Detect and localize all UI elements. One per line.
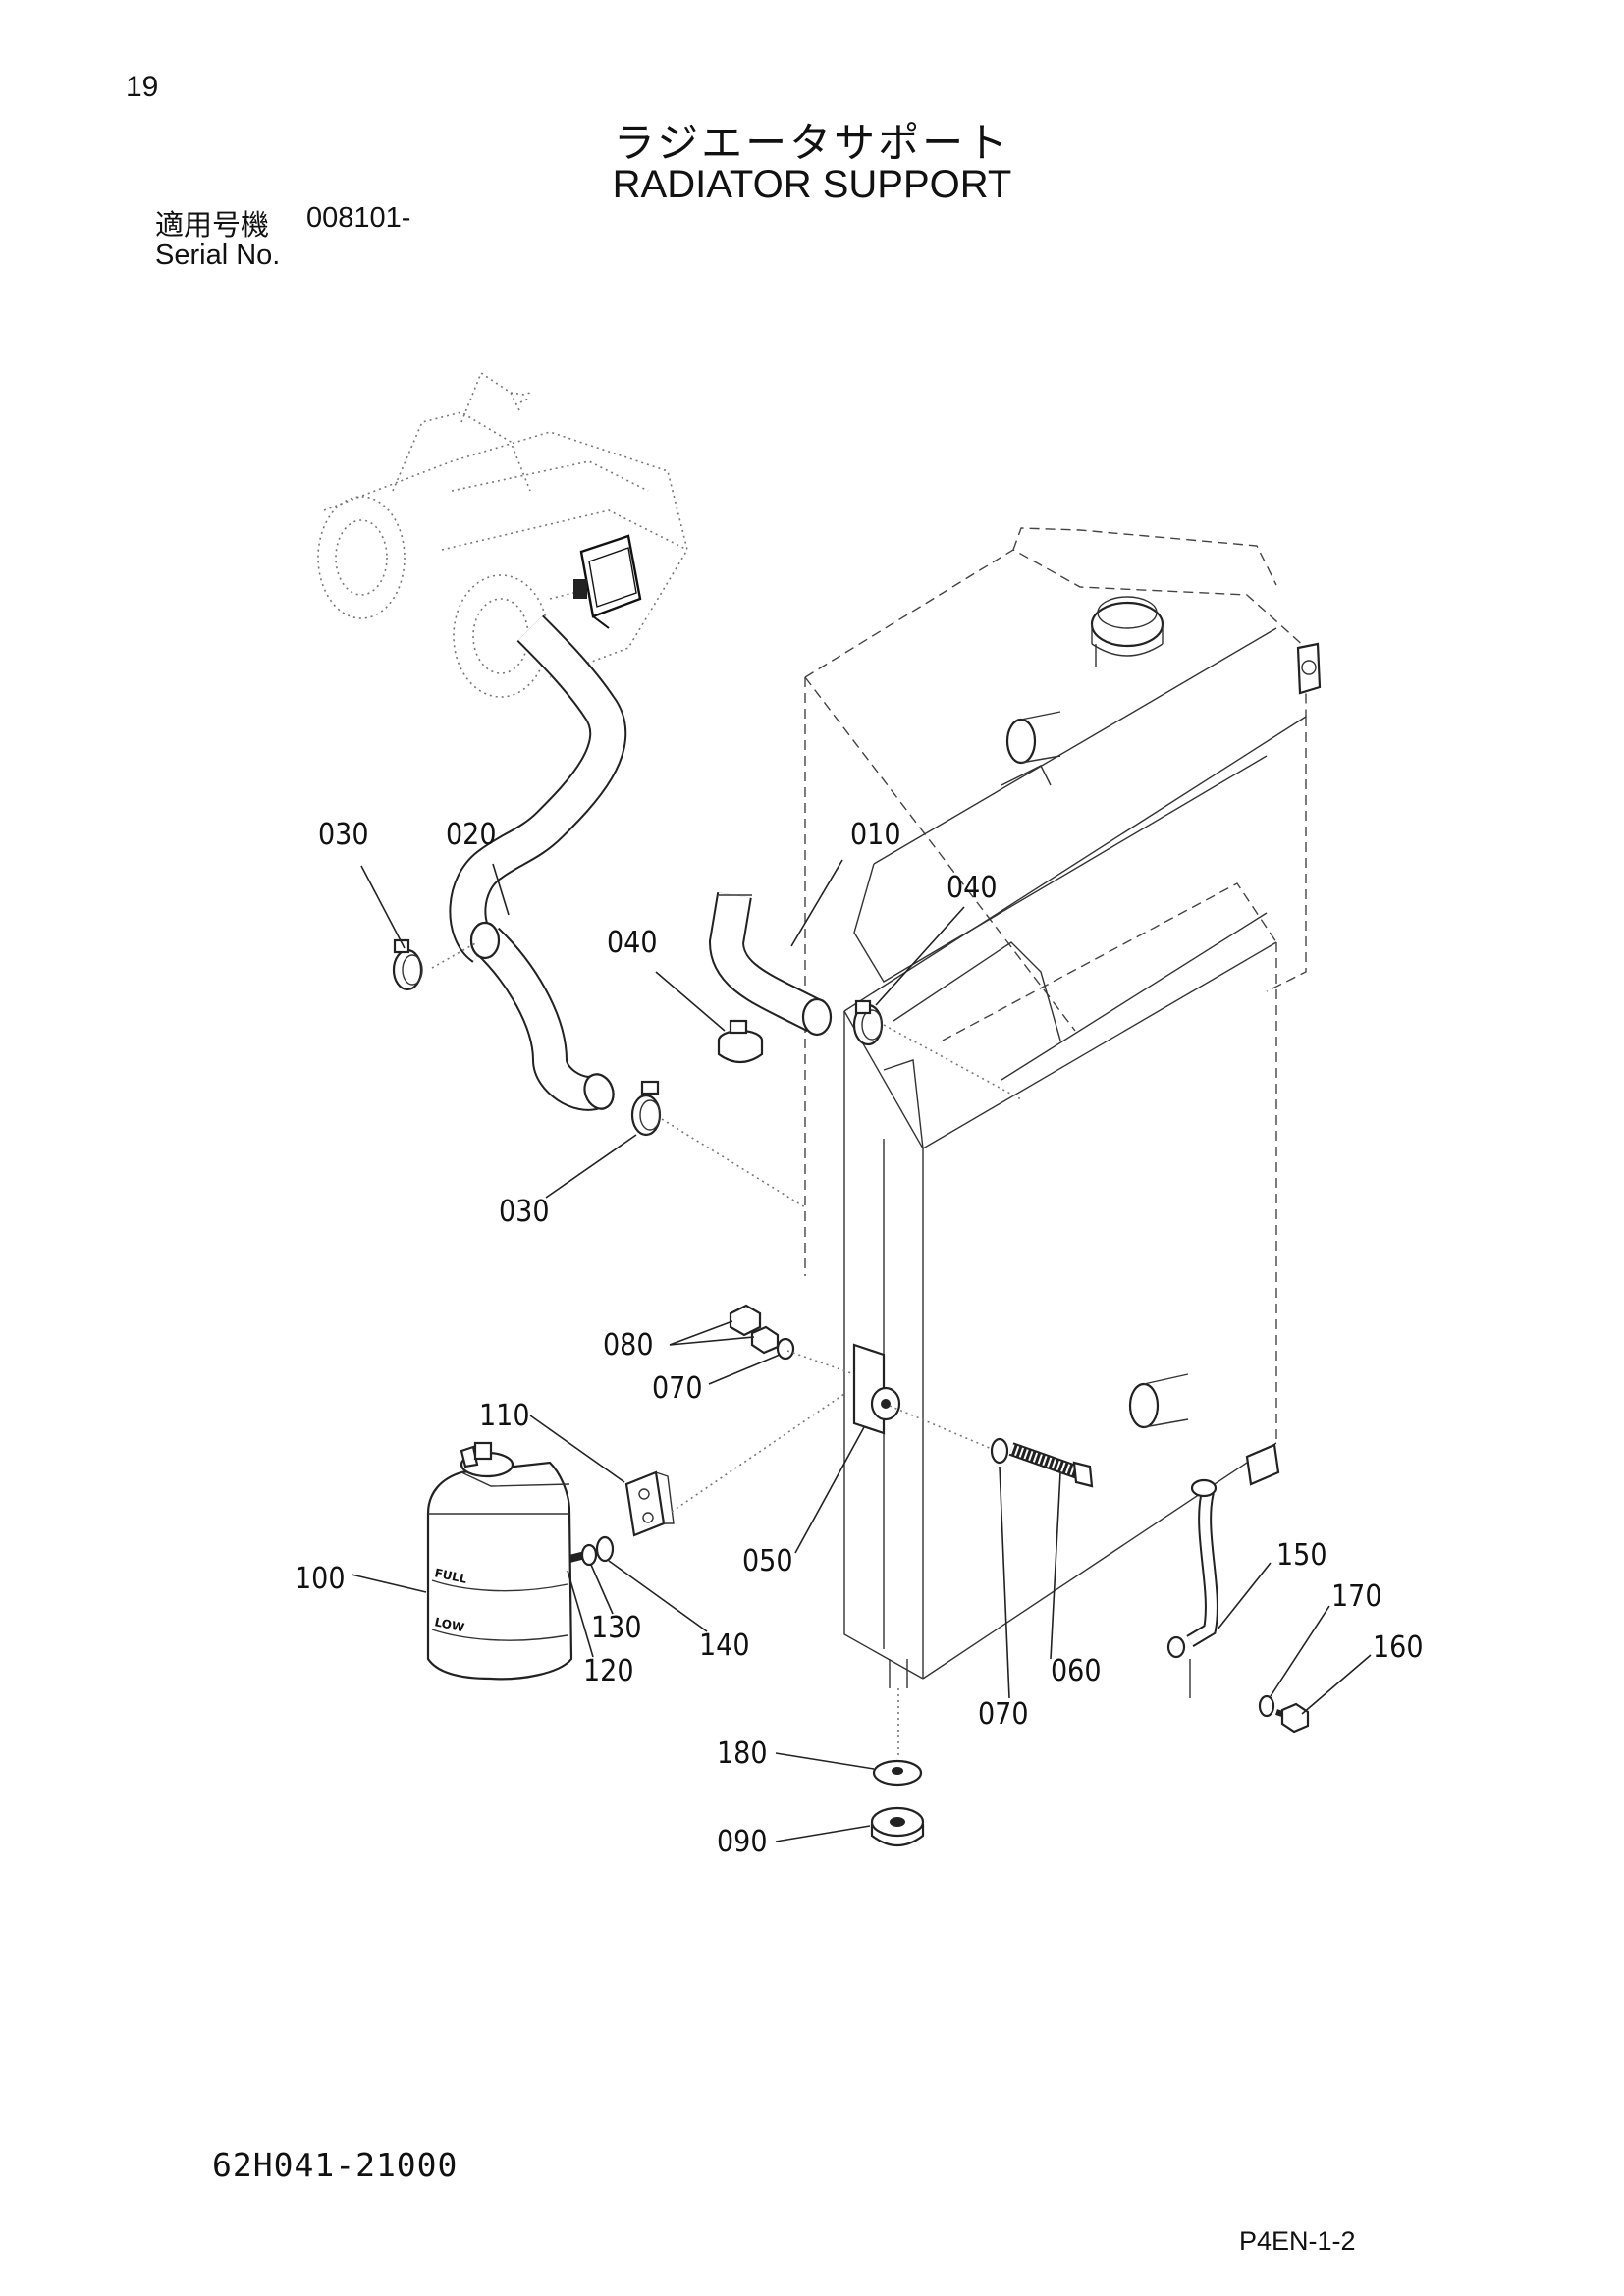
callout-070-upper: 070 — [652, 1371, 703, 1406]
hose-clamp-040-left — [717, 1019, 764, 1064]
callout-040-right: 040 — [947, 871, 998, 905]
callout-170: 170 — [1331, 1579, 1382, 1614]
reserve-tank-100: FULL LOW — [426, 1441, 573, 1681]
pipe-150 — [1166, 1478, 1218, 1698]
callout-090: 090 — [717, 1825, 768, 1859]
callout-060: 060 — [1051, 1654, 1102, 1688]
tank-full-mark: FULL — [433, 1566, 468, 1586]
callout-150: 150 — [1276, 1538, 1327, 1573]
serial-value: 008101- — [306, 202, 411, 234]
callouts: 030 020 010 040 040 030 080 070 110 050 … — [295, 818, 1424, 1859]
callout-070-lower: 070 — [978, 1697, 1029, 1732]
mount-rubber-090 — [870, 1806, 925, 1847]
serial-label: Serial No. — [155, 240, 281, 271]
callout-110: 110 — [479, 1399, 530, 1433]
callout-030-lower: 030 — [499, 1195, 550, 1229]
bolt-060 — [990, 1437, 1094, 1488]
callout-030-upper: 030 — [318, 818, 369, 852]
callout-120: 120 — [583, 1654, 634, 1688]
hose-clamp-040-right — [852, 999, 884, 1046]
callout-160: 160 — [1373, 1630, 1424, 1665]
callout-130: 130 — [591, 1611, 642, 1645]
hose-clamp-030-upper — [392, 938, 423, 991]
nut-080 — [729, 1304, 795, 1361]
machine-overview-thumbnail — [317, 371, 688, 698]
callout-140: 140 — [699, 1629, 750, 1663]
radiator-highlight — [573, 534, 642, 629]
page-title: RADIATOR SUPPORT — [612, 163, 1012, 206]
leader-lines — [351, 859, 1372, 1842]
callout-180: 180 — [717, 1736, 768, 1771]
document-code: 62H041-21000 — [212, 2146, 459, 2184]
page-title-japanese: ラジエータサポート — [613, 119, 1011, 167]
tank-low-mark: LOW — [433, 1615, 465, 1634]
mount-rubber-180 — [872, 1759, 923, 1787]
callout-010: 010 — [850, 818, 901, 852]
page-number: 19 — [126, 71, 159, 103]
callout-040-left: 040 — [607, 926, 658, 960]
callout-020: 020 — [446, 818, 497, 852]
bracket-050 — [852, 1343, 901, 1435]
serial-label-japanese: 適用号機 — [155, 208, 270, 241]
callout-080: 080 — [603, 1328, 654, 1362]
radiator-hose-020-lower — [469, 921, 615, 1111]
callout-050: 050 — [742, 1544, 793, 1578]
radiator-hose-010 — [708, 892, 833, 1037]
radiator-body — [804, 527, 1322, 1757]
hose-clamp-030-lower — [630, 1080, 662, 1137]
callout-100: 100 — [295, 1562, 346, 1596]
page-code: P4EN-1-2 — [1239, 2226, 1356, 2256]
reservoir-bracket-110 — [624, 1470, 675, 1537]
bolt-160-washer-170 — [1258, 1694, 1310, 1734]
